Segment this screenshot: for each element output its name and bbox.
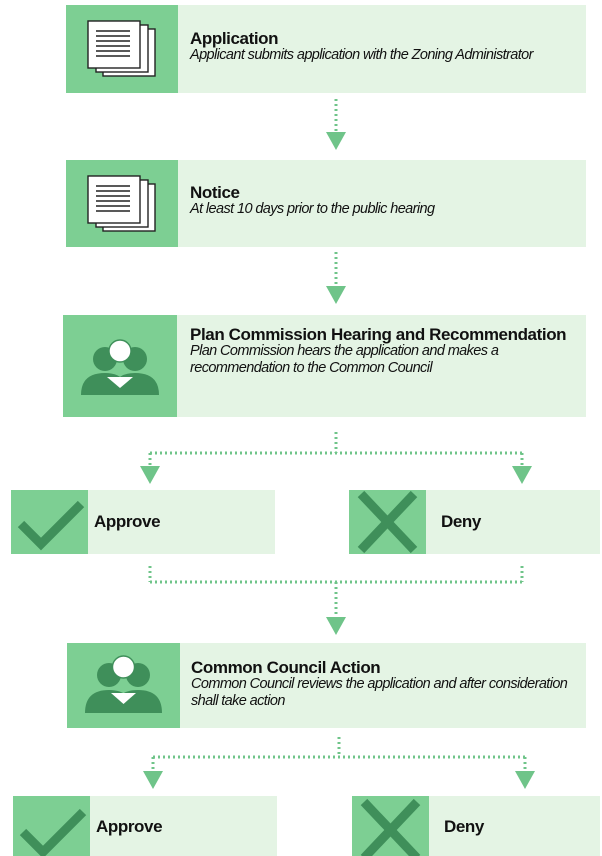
step-description: At least 10 days prior to the public hea… — [190, 201, 435, 217]
icon-cell — [352, 796, 429, 856]
approve-label: Approve — [96, 817, 163, 836]
approve-option: Approve — [11, 490, 275, 554]
icon-cell — [67, 643, 180, 728]
deny-option: Deny — [349, 490, 600, 554]
step-title: Application — [190, 29, 279, 48]
approve-option: Approve — [13, 796, 277, 856]
step-description: Applicant submits application with the Z… — [190, 47, 533, 63]
step-description: Common Council reviews the application a… — [191, 676, 568, 709]
step-common-council: Common Council Action Common Council rev… — [67, 643, 586, 728]
people-group-icon — [81, 339, 159, 395]
step-application: Application Applicant submits applicatio… — [66, 5, 586, 93]
x-mark-icon — [357, 490, 418, 554]
step-notice: Notice At least 10 days prior to the pub… — [66, 160, 586, 247]
step-title: Notice — [190, 183, 240, 202]
arrow-head — [143, 771, 163, 789]
icon-cell — [11, 490, 88, 554]
icon-cell — [349, 490, 426, 554]
step-plan-commission: Plan Commission Hearing and Recommendati… — [63, 315, 586, 417]
deny-label: Deny — [441, 512, 481, 531]
arrow-head — [512, 466, 532, 484]
people-group-icon — [85, 655, 162, 713]
arrow-head — [326, 617, 346, 635]
arrow-head — [515, 771, 535, 789]
x-mark-icon — [360, 798, 421, 856]
step-title: Plan Commission Hearing and Recommendati… — [190, 325, 567, 344]
arrow-head — [140, 466, 160, 484]
document-stack-icon — [87, 20, 156, 77]
step-title: Common Council Action — [191, 658, 381, 677]
icon-cell — [66, 160, 178, 247]
document-stack-icon — [87, 175, 156, 232]
deny-option: Deny — [352, 796, 600, 856]
checkmark-icon — [17, 500, 85, 551]
approve-label: Approve — [94, 512, 161, 531]
deny-label: Deny — [444, 817, 484, 836]
icon-cell — [63, 315, 177, 417]
icon-cell — [13, 796, 90, 856]
arrow-head — [326, 286, 346, 304]
checkmark-icon — [19, 808, 87, 856]
icon-cell — [66, 5, 178, 93]
arrow-head — [326, 132, 346, 150]
step-description: Plan Commission hears the application an… — [190, 343, 499, 376]
